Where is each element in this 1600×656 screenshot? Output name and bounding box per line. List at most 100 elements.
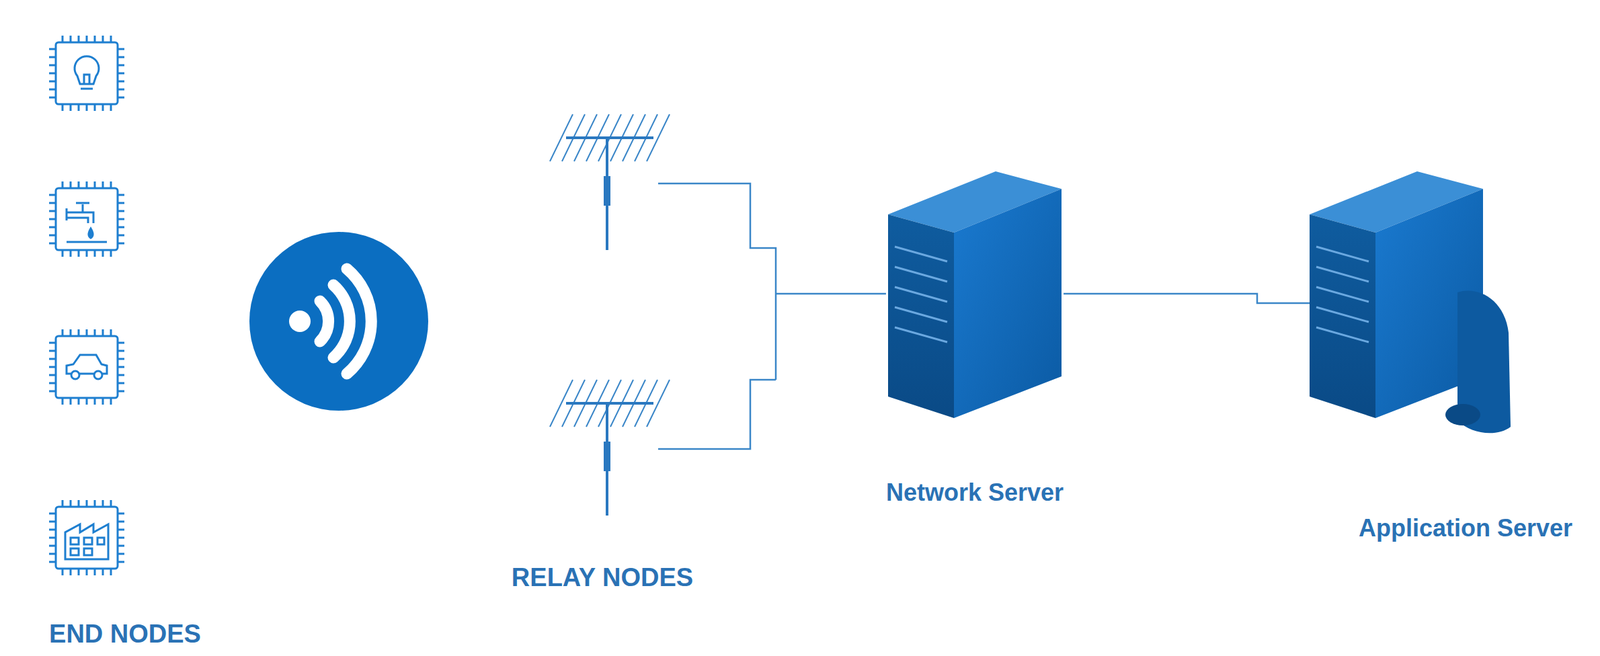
chip-icon: [49, 35, 125, 111]
chip-icon: [49, 358, 56, 361]
chip-icon: [117, 366, 125, 369]
chip-icon: [86, 500, 89, 507]
chip-icon: [69, 181, 72, 189]
chip-icon: [94, 181, 97, 189]
chip-icon: [110, 568, 113, 576]
chip-icon: [117, 234, 125, 237]
chip-icon: [55, 336, 118, 398]
chip-icon: [117, 194, 125, 197]
chip-icon: [88, 228, 93, 238]
chip-icon: [117, 64, 125, 67]
chip-icon: [117, 56, 125, 59]
chip-icon: [117, 226, 125, 229]
chip-icon: [49, 72, 56, 75]
wireless-symbol: [333, 285, 350, 358]
chip-icon: [49, 329, 125, 405]
chip-icon: [117, 72, 125, 75]
chip-icon: [70, 548, 79, 556]
chip-icon: [49, 529, 56, 532]
antenna-symbol: [549, 379, 670, 516]
relay-wire: [658, 379, 776, 450]
node-label: Application Server: [1358, 514, 1573, 542]
chip-icon: [102, 397, 105, 405]
chip-icon: [69, 568, 72, 576]
chip-icon: [110, 104, 113, 111]
antenna-symbol: [549, 379, 670, 516]
chip-icon: [49, 210, 56, 213]
chip-icon: [94, 104, 97, 111]
wireless-symbol: [320, 301, 329, 342]
chip-icon: [117, 342, 125, 345]
wireless-symbol: [249, 231, 429, 411]
chip-icon: [61, 250, 64, 257]
chip-icon: [49, 500, 125, 576]
chip-icon: [117, 537, 125, 540]
chip-icon: [117, 529, 125, 532]
chip-icon: [102, 250, 105, 257]
chip-icon: [77, 35, 80, 43]
relay-group: RELAY NODES: [511, 127, 776, 593]
chip-icon: [49, 181, 125, 257]
chip-icon: [86, 568, 89, 576]
chip-icon: [117, 382, 125, 385]
chip-icon: [49, 234, 56, 237]
server-icon: [1309, 171, 1484, 419]
server-icon: [1309, 171, 1511, 433]
node-label: Network Server: [886, 478, 1064, 507]
chip-icon: [117, 374, 125, 377]
chip-icon: [102, 329, 105, 337]
chip-icon: [94, 250, 97, 257]
chip-icon: [49, 56, 56, 59]
device-group: END NODES: [40, 36, 202, 650]
chip-icon: [61, 104, 64, 111]
chip-icon: [117, 545, 125, 548]
server-node: Application Server: [1309, 171, 1573, 542]
wireless-symbol: [320, 268, 372, 374]
chip-icon: [49, 537, 56, 540]
chip-icon: [49, 561, 56, 564]
chip-icon: [65, 524, 109, 560]
chip-icon: [94, 371, 103, 380]
chip-icon: [49, 342, 56, 345]
chip-icon: [61, 568, 64, 576]
chip-icon: [110, 181, 113, 189]
server-icon: [1445, 404, 1481, 426]
chip-icon: [94, 500, 97, 507]
wireless-symbol: [346, 268, 372, 374]
chip-icon: [49, 242, 56, 245]
chip-icon: [117, 96, 125, 99]
wireless-symbol: [289, 310, 311, 333]
chip-icon: [69, 500, 72, 507]
chip-icon: [49, 88, 56, 91]
chip-icon: [49, 194, 56, 197]
chip-icon: [117, 358, 125, 361]
chip-icon: [94, 568, 97, 576]
chip-icon: [49, 382, 56, 385]
chip-icon: [55, 506, 118, 569]
chip-icon: [66, 203, 94, 224]
chip-icon: [49, 218, 56, 221]
chip-icon: [102, 568, 105, 576]
chip-icon: [71, 371, 80, 380]
chip-icon: [117, 202, 125, 205]
chip-icon: [117, 350, 125, 353]
chip-icon: [94, 329, 97, 337]
chip-icon: [74, 56, 99, 85]
chip-icon: [97, 537, 105, 545]
chip-icon: [49, 64, 56, 67]
node-label: RELAY NODES: [511, 563, 694, 593]
chip-icon: [117, 218, 125, 221]
chip-icon: [69, 35, 72, 43]
chip-icon: [94, 397, 97, 405]
chip-icon: [110, 250, 113, 257]
chip-icon: [49, 366, 56, 369]
chip-icon: [110, 397, 113, 405]
server-icon: [888, 171, 1062, 419]
chip-icon: [61, 397, 64, 405]
chip-icon: [49, 350, 56, 353]
chip-icon: [110, 329, 113, 337]
chip-icon: [49, 545, 56, 548]
chip-icon: [117, 242, 125, 245]
